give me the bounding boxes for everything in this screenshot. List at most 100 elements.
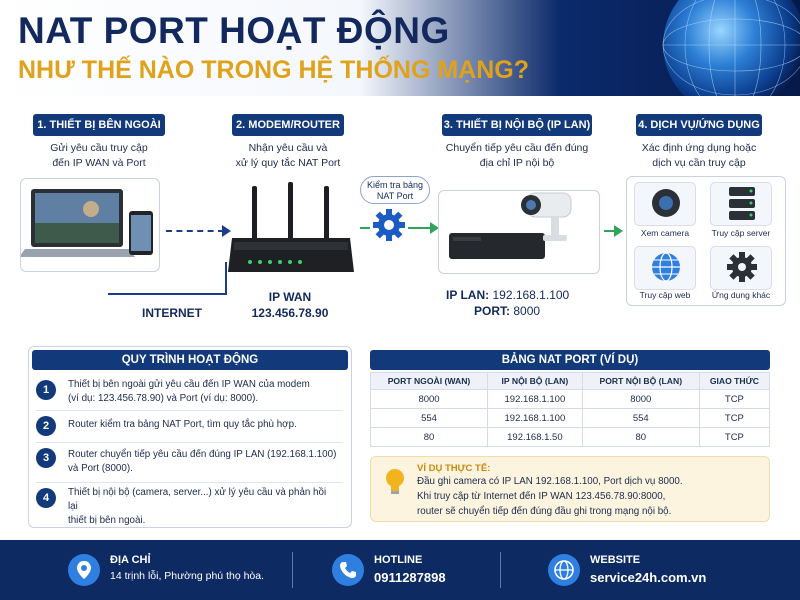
step-4-description: Xác định ứng dụng hoặc dịch vụ cần truy …	[618, 141, 780, 171]
table-row: 80 192.168.1.50 80 TCP	[369, 427, 771, 447]
step-3-heading: 3. THIẾT BỊ NỘI BỘ (IP LAN)	[442, 114, 592, 136]
step-3-description: Chuyển tiếp yêu cầu đến đúng địa chỉ IP …	[432, 141, 602, 171]
address-value: 14 trịnh lỗi, Phường phú thọ hòa.	[110, 570, 265, 582]
process-step-3-line1: Router chuyển tiếp yêu cầu đến đúng IP L…	[68, 449, 337, 460]
table-cell: TCP	[698, 408, 771, 428]
process-step-1-line1: Thiết bị bên ngoài gửi yêu cầu đến IP WA…	[68, 379, 310, 390]
service-app-label: Ứng dụng khác	[711, 290, 771, 300]
camera-icon	[652, 189, 680, 217]
nat-table: PORT NGOÀI (WAN) IP NỘI BỘ (LAN) PORT NỘ…	[369, 372, 771, 447]
step-1-description: Gửi yêu cầu truy cập đến IP WAN và Port	[18, 141, 180, 171]
process-step-text: Router kiểm tra bảng NAT Port, tìm quy t…	[68, 418, 338, 432]
camera-nvr-icon	[449, 192, 572, 259]
external-device-box	[19, 178, 160, 272]
table-cell: 554	[369, 408, 489, 428]
arrow-lan-to-services	[604, 230, 616, 232]
laptop-phone-icon	[19, 189, 153, 257]
divider	[36, 482, 342, 483]
arrowhead-icon	[614, 225, 623, 237]
table-cell: TCP	[698, 427, 771, 447]
process-title: QUY TRÌNH HOẠT ĐỘNG	[32, 350, 348, 370]
nat-check-bubble: Kiểm tra bảng NAT Port	[360, 176, 430, 204]
gear-icon	[373, 209, 405, 241]
step-2-desc-line2: xử lý quy tắc NAT Port	[235, 157, 341, 169]
arrow-external-to-router	[166, 230, 224, 232]
column-header: GIAO THỨC	[698, 372, 771, 390]
address-title: ĐỊA CHỈ	[110, 554, 151, 566]
table-cell: TCP	[698, 389, 771, 409]
service-camera-tile	[634, 182, 696, 226]
lightbulb-icon	[386, 469, 404, 494]
nat-check-line2: NAT Port	[376, 191, 414, 201]
table-cell: 192.168.1.100	[487, 408, 583, 428]
lan-ip-label: IP LAN:	[446, 288, 490, 302]
table-cell: 80	[369, 427, 489, 447]
table-cell: 8000	[581, 389, 700, 409]
port-label: PORT:	[474, 304, 510, 318]
page-title: NAT PORT HOẠT ĐỘNG	[18, 10, 450, 51]
website-link[interactable]: service24h.com.vn	[590, 570, 707, 585]
process-step-4-line2: thiết bị bên ngoài.	[68, 515, 146, 526]
lan-ip-row: IP LAN: 192.168.1.100	[446, 288, 569, 302]
table-cell: 192.168.1.50	[487, 427, 583, 447]
phone-icon	[332, 554, 364, 586]
divider	[36, 410, 342, 411]
table-cell: 554	[581, 408, 700, 428]
step-number-badge: 4	[36, 488, 56, 508]
table-row: 8000 192.168.1.100 8000 TCP	[369, 389, 771, 409]
gear-icon	[727, 252, 757, 282]
step-4-heading: 4. DỊCH VỤ/ỨNG DỤNG	[636, 114, 762, 136]
globe-icon	[652, 252, 680, 282]
service-web-label: Truy cập web	[639, 290, 691, 300]
step-3-desc-line1: Chuyển tiếp yêu cầu đến đúng	[445, 142, 589, 154]
server-icon	[729, 187, 755, 220]
table-cell: 8000	[369, 389, 489, 409]
nat-check-line1: Kiểm tra bảng	[366, 180, 424, 190]
wan-value: 123.456.78.90	[251, 306, 329, 320]
divider	[292, 552, 293, 588]
example-box: VÍ DỤ THỰC TẾ: Đầu ghi camera có IP LAN …	[370, 456, 770, 522]
location-icon	[68, 554, 100, 586]
arrowhead-icon	[222, 225, 231, 237]
table-cell: 80	[581, 427, 700, 447]
step-1-desc-line1: Gửi yêu cầu truy cập	[50, 142, 148, 154]
process-step-4-line1: Thiết bị nội bộ (camera, server...) xử l…	[68, 487, 327, 512]
hotline-value[interactable]: 0911287898	[374, 570, 446, 585]
footer: ĐỊA CHỈ 14 trịnh lỗi, Phường phú thọ hòa…	[0, 540, 800, 600]
arrow-router-to-gear	[360, 227, 370, 229]
website-title: WEBSITE	[590, 554, 641, 566]
step-2-description: Nhận yêu cầu và xử lý quy tắc NAT Port	[208, 141, 368, 171]
service-camera-label: Xem camera	[640, 228, 690, 238]
process-step-2-line1: Router kiểm tra bảng NAT Port, tìm quy t…	[68, 419, 297, 430]
table-cell: 192.168.1.100	[487, 389, 583, 409]
column-header: PORT NGOÀI (WAN)	[369, 372, 489, 390]
header-banner: NAT PORT HOẠT ĐỘNG NHƯ THẾ NÀO TRONG HỆ …	[0, 0, 800, 96]
example-line-1: Đầu ghi camera có IP LAN 192.168.1.100, …	[417, 476, 683, 487]
lan-device-box	[438, 190, 600, 274]
lan-ip-value: 192.168.1.100	[492, 288, 570, 302]
example-line-2: Khi truy cập từ Internet đến IP WAN 123.…	[417, 491, 666, 502]
step-number-badge: 1	[36, 380, 56, 400]
process-step-3-line2: và Port (8000).	[68, 463, 133, 474]
column-header: PORT NỘI BỘ (LAN)	[581, 372, 700, 390]
step-number-badge: 3	[36, 448, 56, 468]
arrow-gear-to-lan	[408, 227, 432, 229]
page-subtitle: NHƯ THẾ NÀO TRONG HỆ THỐNG MẠNG?	[18, 56, 529, 84]
process-panel	[28, 346, 352, 528]
port-value: 8000	[513, 304, 541, 318]
nat-table-title: BẢNG NAT PORT (VÍ DỤ)	[370, 350, 770, 370]
internet-connection-line	[108, 262, 227, 295]
process-step-text: Thiết bị bên ngoài gửi yêu cầu đến IP WA…	[68, 378, 338, 406]
step-1-desc-line2: đến IP WAN và Port	[52, 157, 146, 169]
example-line-3: router sẽ chuyển tiếp đến đúng đầu ghi t…	[417, 506, 672, 517]
arrowhead-icon	[430, 222, 439, 234]
hotline-title: HOTLINE	[374, 554, 423, 566]
table-row: 554 192.168.1.100 554 TCP	[369, 408, 771, 428]
process-step-1-line2: (ví dụ: 123.456.78.90) và Port (ví dụ: 8…	[68, 393, 259, 404]
internet-label: INTERNET	[142, 306, 202, 320]
website-globe-icon	[548, 554, 580, 586]
service-server-tile	[710, 182, 772, 226]
globe-icon	[662, 0, 800, 96]
service-web-tile	[634, 246, 696, 290]
step-number-badge: 2	[36, 416, 56, 436]
